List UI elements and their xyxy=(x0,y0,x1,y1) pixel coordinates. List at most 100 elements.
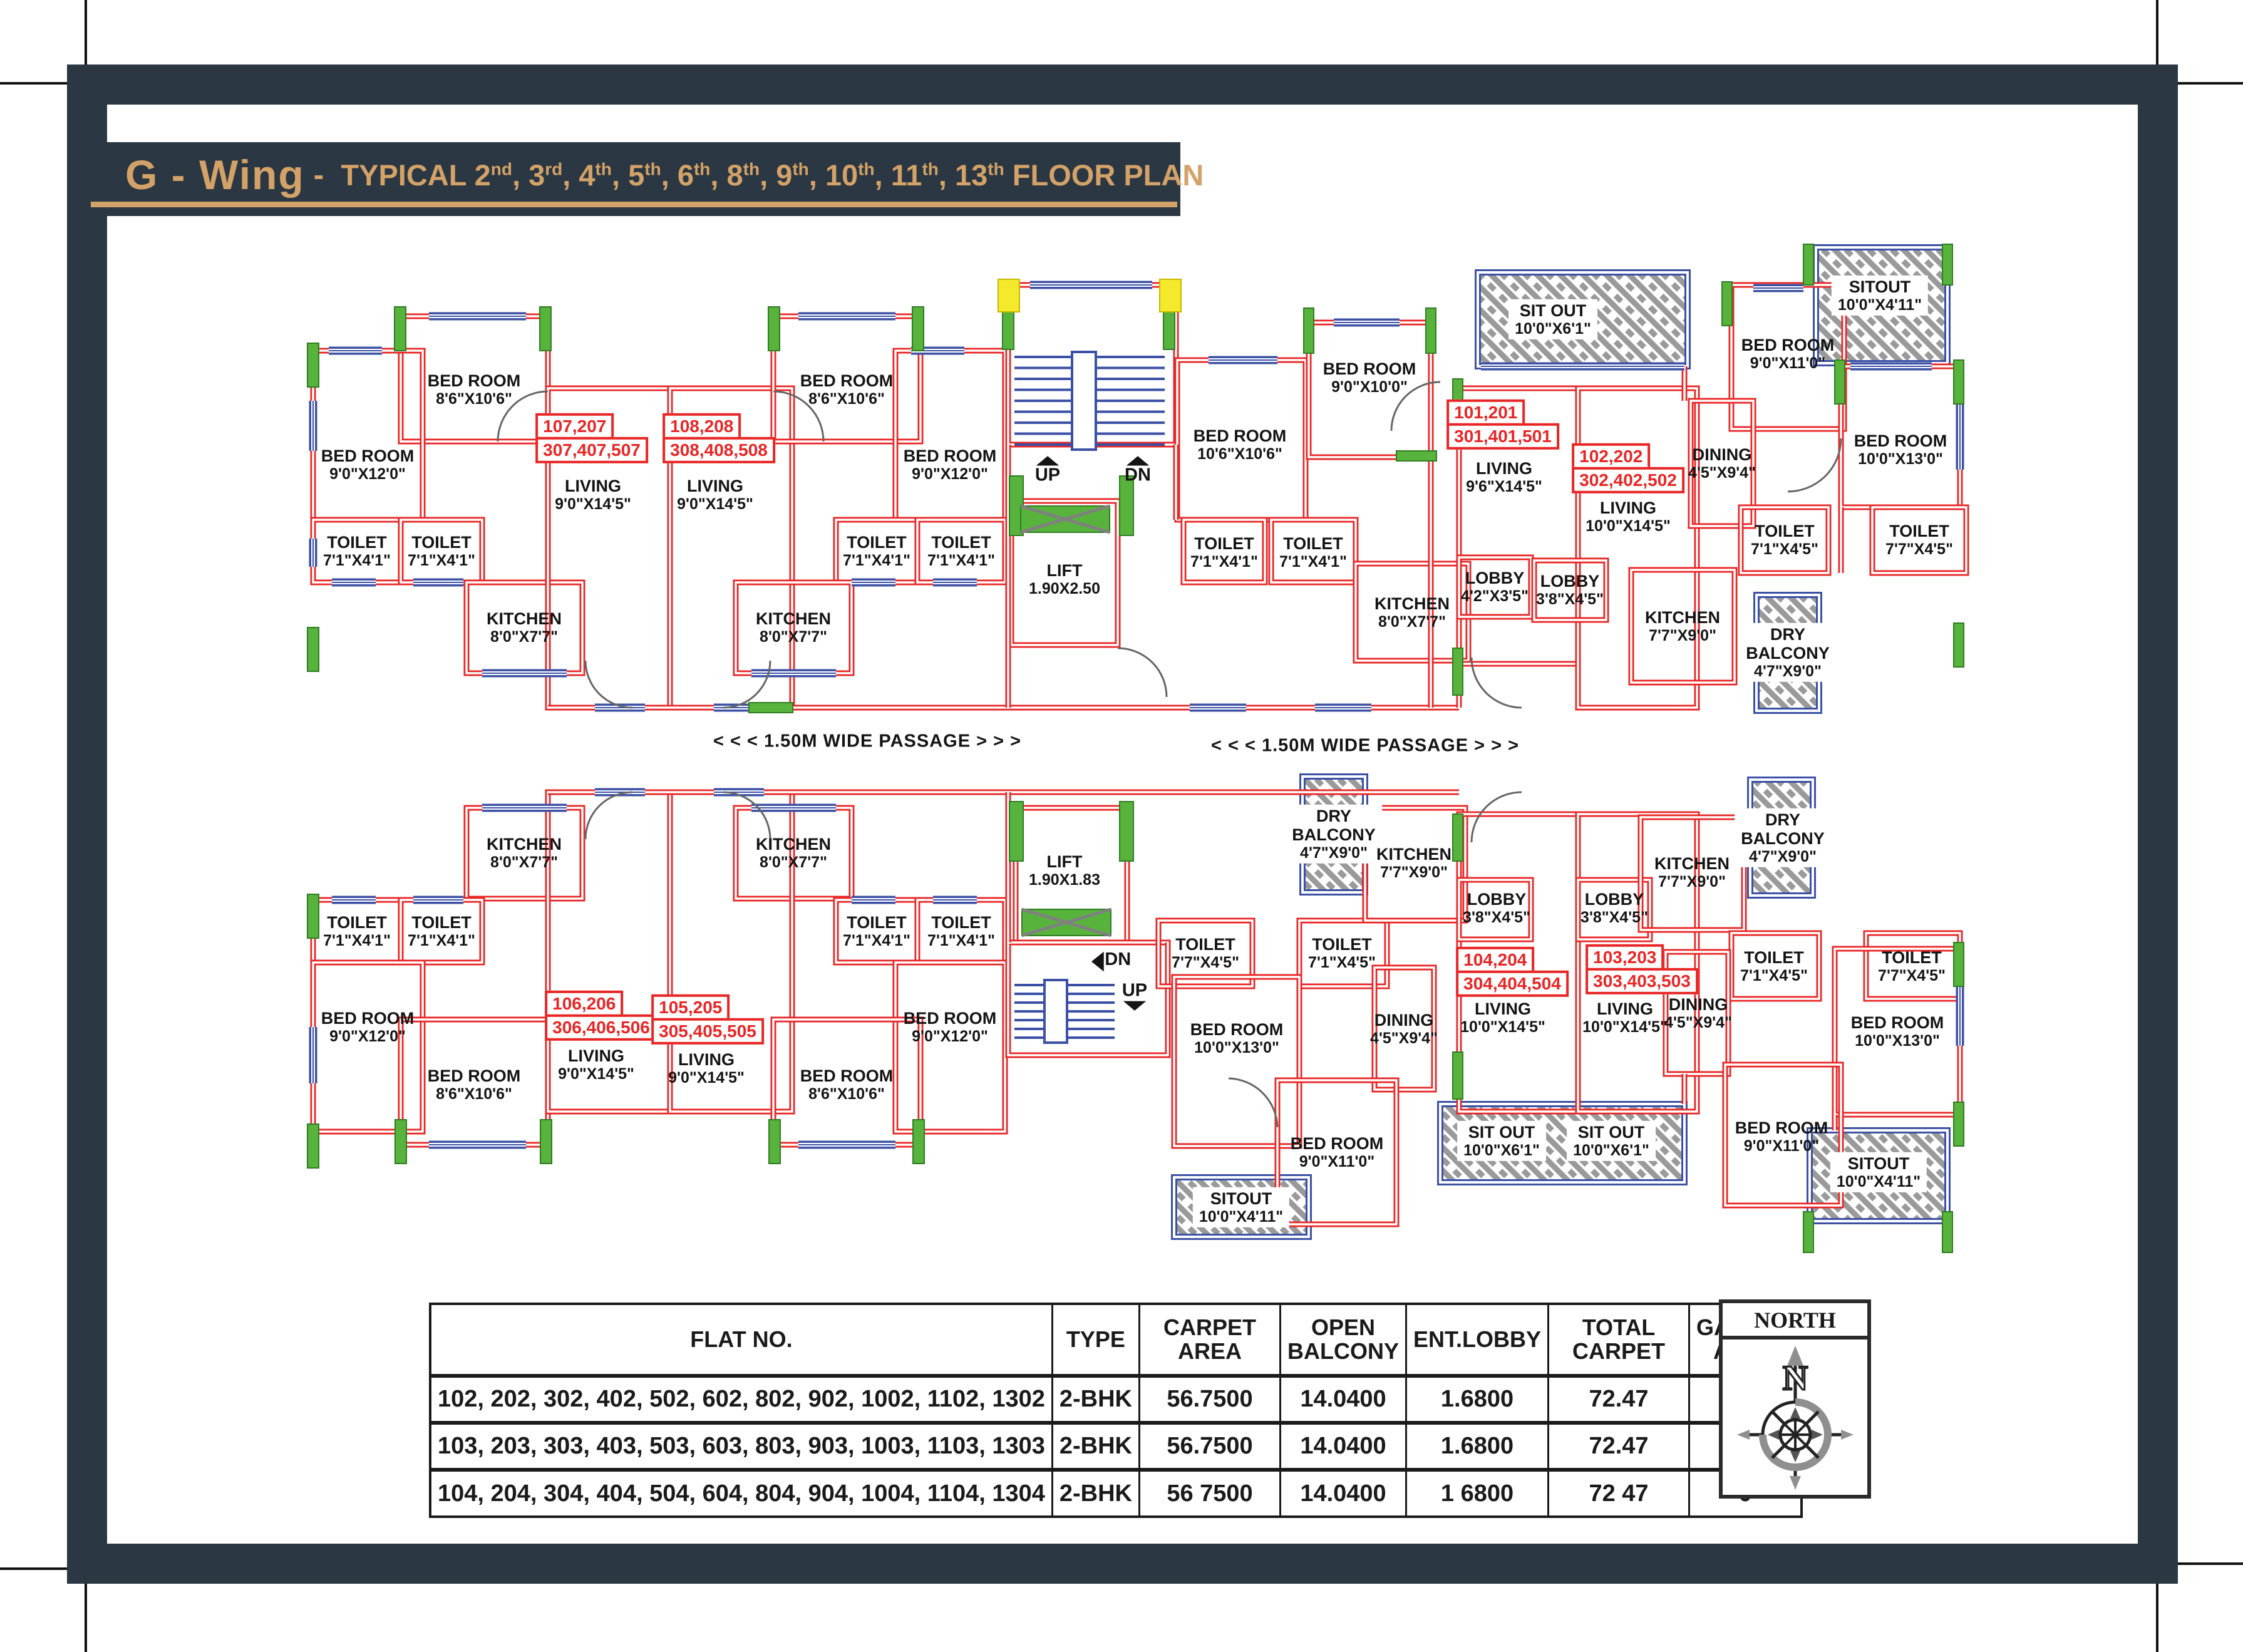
table-cell: 2-BHK xyxy=(1051,1468,1141,1518)
stair-direction-label: ◀DN xyxy=(1091,946,1132,974)
floor-ordinal: th xyxy=(858,158,875,178)
floor-ordinal: th xyxy=(792,158,809,178)
table-cell: 72.47 xyxy=(1547,1421,1691,1471)
table-row: 104, 204, 304, 404, 504, 604, 804, 904, … xyxy=(429,1468,1803,1518)
table-header: TYPE xyxy=(1051,1303,1141,1377)
table-header: CARPET AREA xyxy=(1138,1303,1281,1377)
table-cell: 14.0400 xyxy=(1279,1374,1407,1424)
floor-ordinal: th xyxy=(922,158,939,178)
table-cell: 1 6800 xyxy=(1405,1468,1550,1518)
table-cell: 103, 203, 303, 403, 503, 603, 803, 903, … xyxy=(429,1421,1053,1471)
crop-mark xyxy=(2171,82,2243,85)
title-floors: TYPICAL 2nd, 3rd, 4th, 5th, 6th, 8th, 9t… xyxy=(333,158,1204,192)
crop-mark xyxy=(0,1567,72,1570)
table-cell: 2-BHK xyxy=(1051,1421,1141,1471)
floor-ordinal: th xyxy=(743,158,760,178)
floor-ordinal: th xyxy=(644,158,661,178)
table-header: ENT.LOBBY xyxy=(1405,1303,1550,1377)
floor-ordinal: rd xyxy=(545,158,563,178)
table-cell: 1.6800 xyxy=(1405,1374,1550,1424)
passage-label: < < < 1.50M WIDE PASSAGE > > > xyxy=(1210,735,1520,756)
crop-mark xyxy=(2171,1562,2243,1565)
table-cell: 102, 202, 302, 402, 502, 602, 802, 902, … xyxy=(429,1374,1053,1424)
title-bar: G - Wing- TYPICAL 2nd, 3rd, 4th, 5th, 6t… xyxy=(67,142,1204,216)
crop-mark xyxy=(2156,0,2158,69)
table-cell: 72 47 xyxy=(1547,1468,1691,1518)
north-label: NORTH xyxy=(1723,1303,1867,1340)
table-header: TOTAL CARPET xyxy=(1547,1303,1691,1377)
title-separator: - xyxy=(313,157,324,192)
passage-label: < < < 1.50M WIDE PASSAGE > > > xyxy=(713,731,1022,751)
wing-title: G - Wing xyxy=(125,152,305,198)
crop-mark xyxy=(85,0,87,69)
svg-text:N: N xyxy=(1782,1359,1807,1398)
table-cell: 1.6800 xyxy=(1405,1421,1550,1471)
floor-ordinal: nd xyxy=(490,158,513,178)
table-cell: 56.7500 xyxy=(1138,1374,1281,1424)
crop-mark xyxy=(0,82,72,85)
floor-ordinal: th xyxy=(595,158,612,178)
crop-mark xyxy=(85,1583,87,1652)
north-indicator: NORTH N xyxy=(1719,1299,1871,1499)
page-title: G - Wing- TYPICAL 2nd, 3rd, 4th, 5th, 6t… xyxy=(125,151,1204,199)
floor-ordinal: th xyxy=(987,158,1004,178)
table-cell: 72.47 xyxy=(1547,1374,1691,1424)
stair-direction-label: UP▼ xyxy=(1115,980,1154,1014)
table-header: FLAT NO. xyxy=(429,1303,1053,1377)
